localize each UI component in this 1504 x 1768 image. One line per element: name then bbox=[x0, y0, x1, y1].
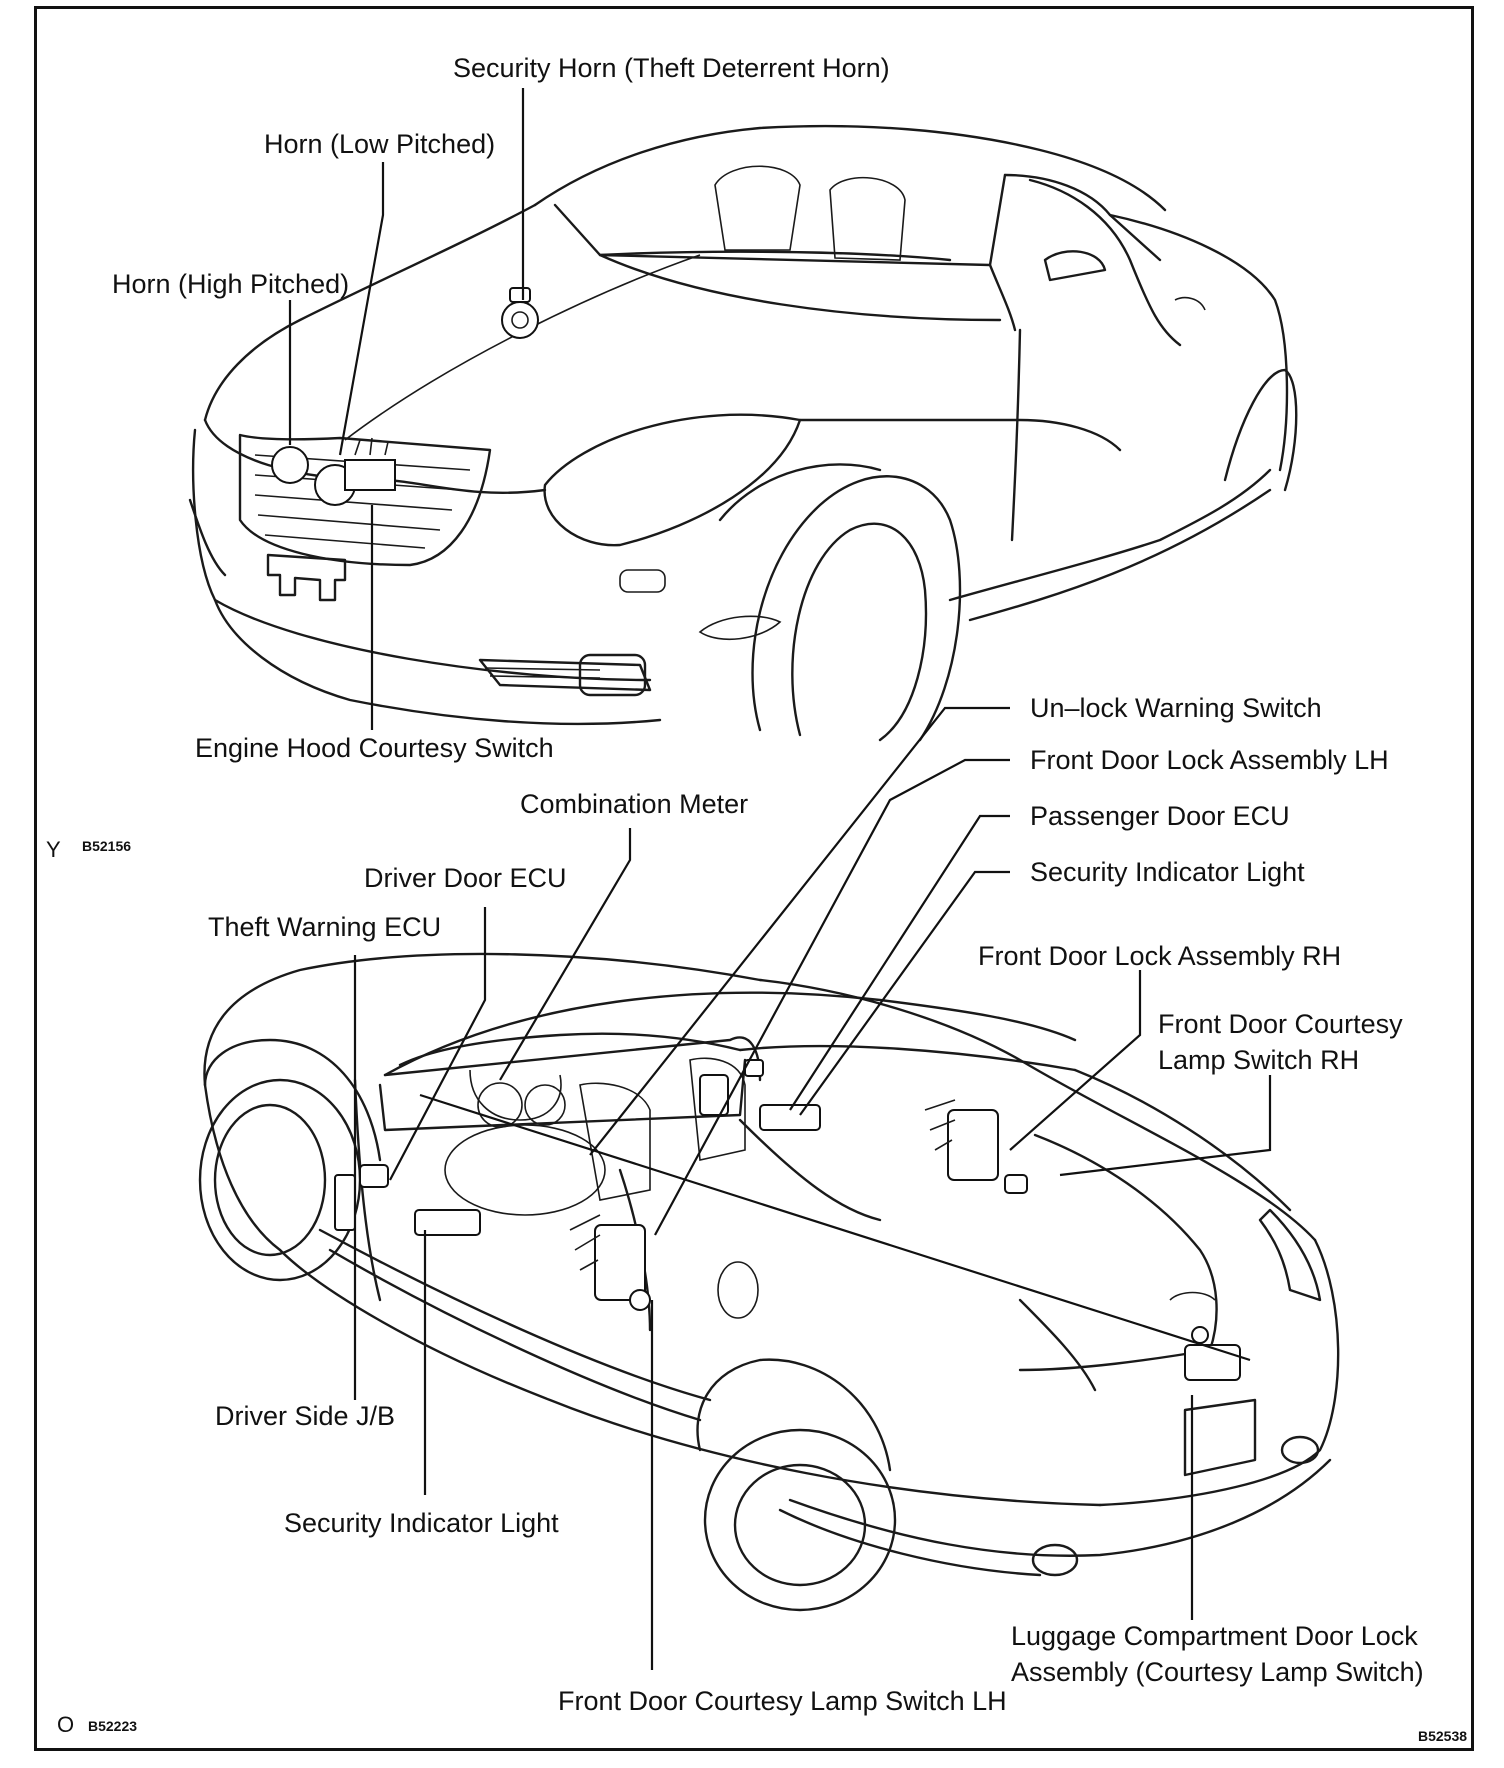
label-driver-door-ecu: Driver Door ECU bbox=[364, 863, 567, 893]
label-front-door-courtesy-lh: Front Door Courtesy Lamp Switch LH bbox=[558, 1686, 1007, 1716]
bottom-figure-code: B52223 bbox=[88, 1718, 138, 1734]
label-luggage-lock-line1: Luggage Compartment Door Lock bbox=[1011, 1621, 1418, 1651]
label-horn-low-pitched: Horn (Low Pitched) bbox=[264, 129, 496, 159]
label-security-horn: Security Horn (Theft Deterrent Horn) bbox=[453, 53, 890, 83]
label-front-door-lock-lh: Front Door Lock Assembly LH bbox=[1030, 745, 1389, 775]
label-driver-side-jb: Driver Side J/B bbox=[215, 1401, 396, 1431]
label-unlock-warning-switch: Un–lock Warning Switch bbox=[1030, 693, 1322, 723]
bottom-figure-mark: O bbox=[57, 1712, 75, 1737]
label-security-indicator-light-left: Security Indicator Light bbox=[284, 1508, 559, 1538]
top-car-drawing bbox=[188, 124, 1298, 742]
leader-lines bbox=[288, 88, 1272, 1670]
label-front-door-courtesy-rh-line2: Lamp Switch RH bbox=[1158, 1045, 1360, 1075]
label-security-indicator-light-right: Security Indicator Light bbox=[1030, 857, 1305, 887]
label-front-door-courtesy-rh-line1: Front Door Courtesy bbox=[1158, 1009, 1403, 1039]
label-theft-warning-ecu: Theft Warning ECU bbox=[208, 912, 442, 942]
label-luggage-lock-line2: Assembly (Courtesy Lamp Switch) bbox=[1011, 1657, 1424, 1687]
label-engine-hood-courtesy-switch: Engine Hood Courtesy Switch bbox=[195, 733, 554, 763]
top-figure-code: B52156 bbox=[82, 838, 132, 854]
label-horn-high-pitched: Horn (High Pitched) bbox=[112, 269, 350, 299]
label-front-door-lock-rh: Front Door Lock Assembly RH bbox=[978, 941, 1342, 971]
label-combination-meter: Combination Meter bbox=[520, 789, 749, 819]
page-code: B52538 bbox=[1418, 1728, 1468, 1744]
top-figure-mark: Y bbox=[46, 837, 61, 862]
bottom-car-drawing bbox=[198, 952, 1340, 1612]
label-passenger-door-ecu: Passenger Door ECU bbox=[1030, 801, 1290, 831]
figure-frame bbox=[34, 6, 1474, 1751]
